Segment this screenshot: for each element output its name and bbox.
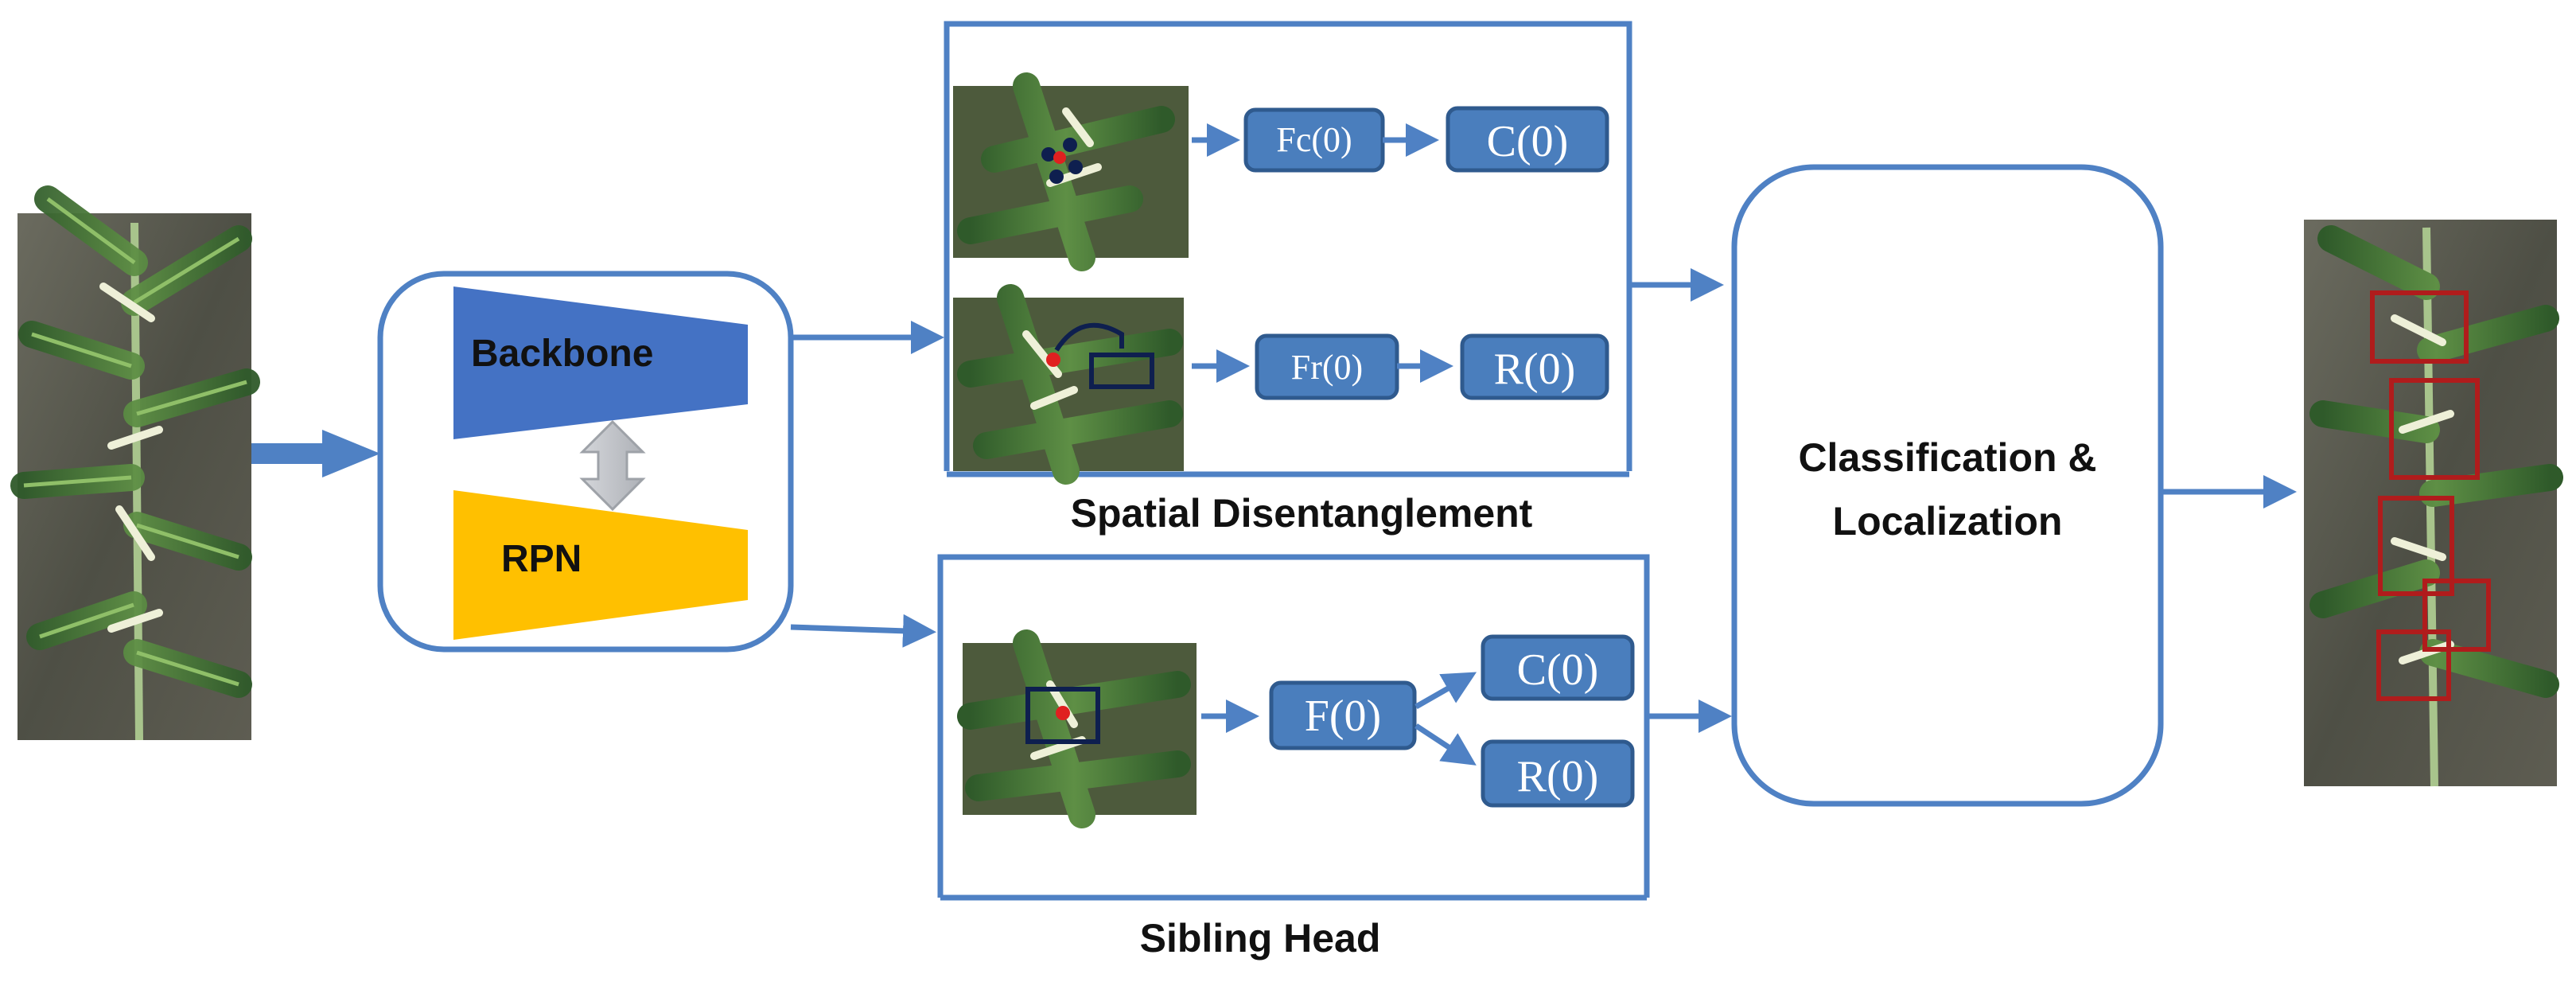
backbone-label: Backbone <box>471 333 653 375</box>
output-photo <box>2304 220 2563 787</box>
detection-box <box>2389 378 2480 480</box>
module-to-sibling-arrow <box>790 614 936 648</box>
detection-box <box>2422 579 2491 652</box>
r-output-label: R(0) <box>1494 345 1576 394</box>
classification-localization-block <box>1731 164 2164 807</box>
c-output-label: C(0) <box>1487 117 1569 166</box>
input-arrow-head <box>322 430 380 477</box>
spatial-disentanglement-title: Spatial Disentanglement <box>1071 491 1533 536</box>
classification-photo <box>953 72 1189 271</box>
sibling-photo <box>957 629 1197 828</box>
f-to-r-arrow <box>1414 723 1477 766</box>
f-node: F(0) <box>1269 680 1417 750</box>
fr-node: Fr(0) <box>1255 333 1399 400</box>
fc-node: Fc(0) <box>1243 107 1385 173</box>
sibling-c-output-label: C(0) <box>1517 645 1599 695</box>
sibling-c-output-node: C(0) <box>1481 634 1635 701</box>
input-photo <box>10 185 260 741</box>
backbone-trapezoid <box>453 286 748 439</box>
regression-photo <box>953 284 1184 485</box>
f-label: F(0) <box>1305 692 1381 741</box>
sibling-r-output-label: R(0) <box>1517 752 1599 801</box>
sibling-head-title: Sibling Head <box>1140 916 1381 961</box>
sibling-r-output-node: R(0) <box>1481 739 1635 808</box>
detection-box <box>2370 290 2469 364</box>
rpn-label: RPN <box>501 538 582 580</box>
f-to-c-arrow <box>1414 672 1477 710</box>
final-block-line1: Classification & <box>1798 435 2096 480</box>
bidirectional-arrow-icon <box>579 419 646 512</box>
spatial-disentanglement-box: Fc(0) C(0) Fr(0) R(0) <box>944 21 1632 485</box>
rpn-trapezoid <box>453 490 748 640</box>
sibling-head-box: F(0) C(0) R(0) <box>937 554 1650 901</box>
detection-box <box>2378 496 2454 596</box>
fr-label: Fr(0) <box>1291 348 1363 387</box>
r-output-node: R(0) <box>1460 333 1609 400</box>
fc-label: Fc(0) <box>1276 120 1352 159</box>
c-output-node: C(0) <box>1446 106 1609 173</box>
detection-box <box>2376 629 2451 701</box>
final-block-line2: Localization <box>1833 499 2063 544</box>
